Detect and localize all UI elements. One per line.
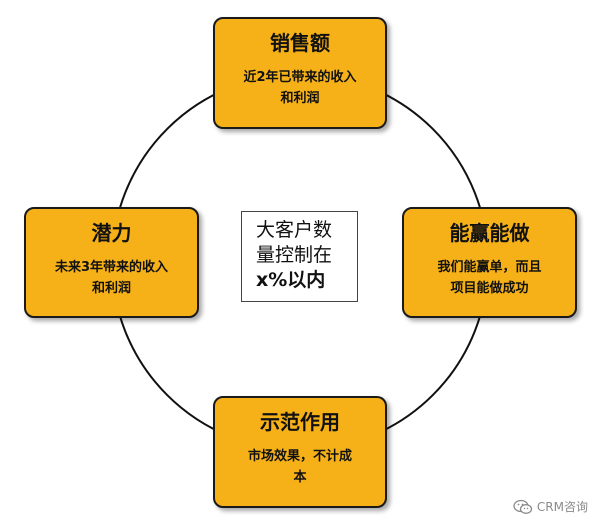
node-description: 市场效果，不计成 本 bbox=[215, 446, 385, 488]
node-sales: 销售额 近2年已带来的收入 和利润 bbox=[213, 17, 387, 129]
center-line: x%以内 bbox=[256, 269, 326, 291]
desc-line: 项目能做成功 bbox=[450, 281, 529, 296]
node-winnable: 能赢能做 我们能赢单，而且 项目能做成功 bbox=[402, 207, 577, 318]
watermark-text: CRM咨询 bbox=[536, 500, 588, 514]
wechat-icon bbox=[513, 499, 533, 514]
center-note: 大客户数 量控制在 x%以内 bbox=[241, 211, 358, 302]
node-description: 近2年已带来的收入 和利润 bbox=[215, 67, 385, 109]
desc-line: 市场效果，不计成 bbox=[247, 449, 352, 464]
node-title: 销售额 bbox=[270, 31, 330, 55]
desc-line: 和利润 bbox=[280, 91, 320, 106]
desc-line: 本 bbox=[293, 470, 307, 485]
node-description: 未来3年带来的收入 和利润 bbox=[26, 257, 197, 299]
center-line: 大客户数 bbox=[256, 219, 333, 241]
desc-line: 未来3年带来的收入 bbox=[54, 260, 169, 275]
desc-line: 和利润 bbox=[91, 281, 131, 296]
watermark: CRM咨询 bbox=[513, 498, 588, 515]
center-line: 量控制在 bbox=[256, 244, 333, 266]
node-title: 潜力 bbox=[91, 221, 132, 245]
desc-line: 我们能赢单，而且 bbox=[437, 260, 542, 275]
desc-line: 近2年已带来的收入 bbox=[243, 70, 357, 85]
node-title: 能赢能做 bbox=[449, 221, 530, 245]
node-title: 示范作用 bbox=[260, 410, 340, 434]
node-potential: 潜力 未来3年带来的收入 和利润 bbox=[24, 207, 199, 318]
node-demonstration: 示范作用 市场效果，不计成 本 bbox=[213, 396, 387, 508]
node-description: 我们能赢单，而且 项目能做成功 bbox=[404, 257, 575, 299]
